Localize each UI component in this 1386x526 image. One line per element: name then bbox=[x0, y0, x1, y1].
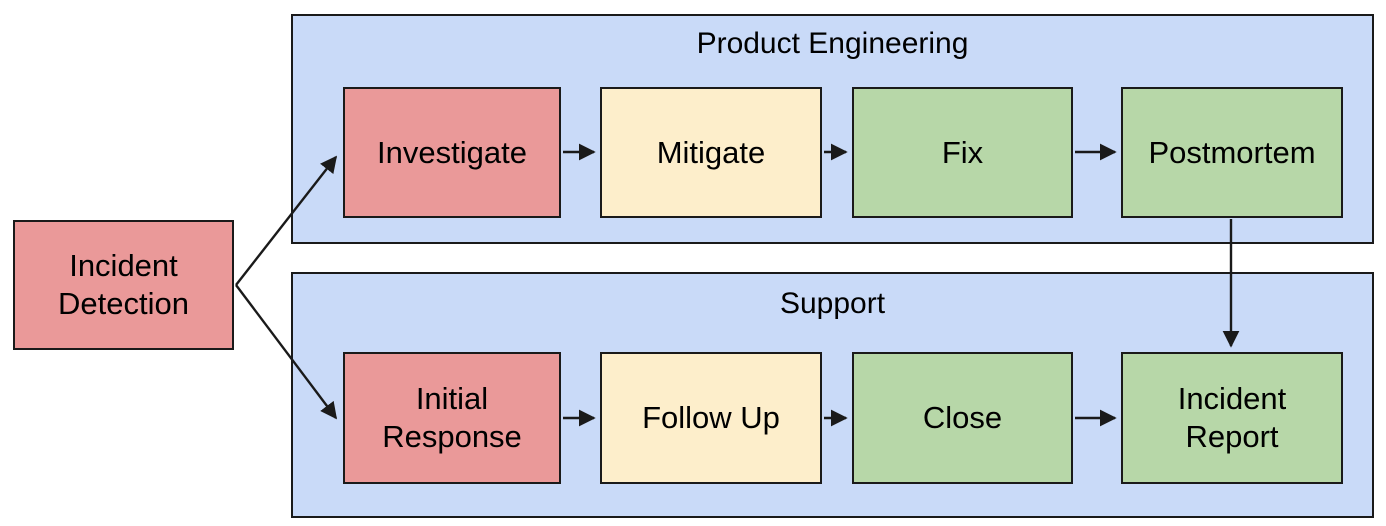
node-postmortem-label: Postmortem bbox=[1148, 134, 1316, 170]
node-incident-report-label: Incident Report bbox=[1177, 381, 1287, 454]
node-investigate-label: Investigate bbox=[377, 134, 527, 170]
node-close[interactable]: Close bbox=[852, 352, 1073, 484]
node-fix-label: Fix bbox=[941, 134, 984, 170]
node-initial-response-label: Initial Response bbox=[382, 381, 522, 454]
node-postmortem[interactable]: Postmortem bbox=[1121, 87, 1343, 218]
node-investigate[interactable]: Investigate bbox=[343, 87, 561, 218]
node-incident-detection[interactable]: Incident Detection bbox=[13, 220, 234, 350]
node-incident-report[interactable]: Incident Report bbox=[1121, 352, 1343, 484]
node-mitigate-label: Mitigate bbox=[656, 134, 766, 170]
node-incident-detection-label: Incident Detection bbox=[58, 248, 189, 321]
node-mitigate[interactable]: Mitigate bbox=[600, 87, 822, 218]
node-initial-response[interactable]: Initial Response bbox=[343, 352, 561, 484]
node-follow-up[interactable]: Follow Up bbox=[600, 352, 822, 484]
node-close-label: Close bbox=[922, 400, 1003, 435]
node-follow-up-label: Follow Up bbox=[642, 400, 780, 435]
node-fix[interactable]: Fix bbox=[852, 87, 1073, 218]
